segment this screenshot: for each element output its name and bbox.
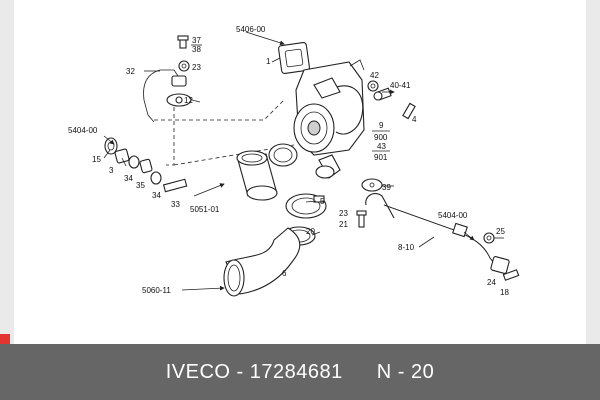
label-42: 42 [370, 71, 379, 80]
caption-part-number: 17284681 [249, 360, 343, 383]
label-34-lower: 34 [152, 191, 161, 200]
label-38: 38 [192, 45, 201, 54]
label-37: 37 [192, 36, 201, 45]
label-35: 35 [136, 181, 145, 190]
label-33: 33 [171, 200, 180, 209]
label-23-lower: 23 [339, 209, 348, 218]
label-18: 18 [500, 288, 509, 297]
stud-part-40-41 [373, 87, 392, 101]
diagram-canvas: 5406-00 1 37 38 32 23 12 42 40-41 4 5404… [14, 0, 586, 344]
label-5: 5 [320, 197, 325, 206]
nut-part-42 [367, 80, 379, 92]
label-25: 25 [496, 227, 505, 236]
bolt-part-18 [502, 269, 520, 281]
label-3: 3 [109, 166, 114, 175]
red-corner-marker [0, 334, 10, 344]
label-43: 43 [377, 142, 386, 151]
label-21: 21 [339, 220, 348, 229]
callout-labels: 5406-00 1 37 38 32 23 12 42 40-41 4 5404… [68, 25, 509, 297]
caption-separator: - [230, 360, 250, 383]
label-5406-00: 5406-00 [236, 25, 266, 34]
label-23-top: 23 [192, 63, 201, 72]
caption-page-ref: N - 20 [376, 360, 435, 383]
caption-brand: IVECO [165, 360, 231, 383]
label-34-upper: 34 [124, 174, 133, 183]
label-5060-11: 5060-11 [142, 286, 171, 295]
label-901: 901 [374, 153, 388, 162]
elbow-hose-part-6 [223, 227, 301, 297]
label-1: 1 [266, 57, 271, 66]
gasket-part-25 [483, 232, 495, 244]
label-5404-00-right: 5404-00 [438, 211, 468, 220]
clamp-part-5 [285, 193, 327, 219]
label-5404-00-left: 5404-00 [68, 126, 98, 135]
gasket-part-1 [278, 42, 310, 74]
intake-pipe-5051-01 [236, 150, 278, 201]
banjo-bolt-part-37 [177, 35, 189, 49]
label-12: 12 [184, 96, 193, 105]
label-20: 20 [306, 227, 315, 236]
gasket-part-39 [361, 178, 383, 192]
stud-part-4 [402, 102, 416, 120]
washer-part-23-top [178, 60, 190, 72]
label-15: 15 [92, 155, 101, 164]
bolt-part-21 [356, 210, 367, 228]
label-40-41: 40-41 [390, 81, 411, 90]
oil-feed-pipe-part-32 [143, 69, 192, 123]
leader-lines [103, 31, 504, 291]
label-5051-01: 5051-01 [190, 205, 220, 214]
turbocharger-part-9 [293, 59, 365, 179]
caption-bar: IVECO - 17284681 N - 20 [0, 344, 600, 400]
label-24: 24 [487, 278, 496, 287]
label-8-10: 8-10 [398, 243, 415, 252]
label-6: 6 [282, 269, 287, 278]
label-9: 9 [379, 121, 384, 130]
label-4: 4 [412, 115, 417, 124]
label-900: 900 [374, 133, 388, 142]
oil-return-pipe-part-8-10 [365, 193, 510, 274]
v-band-clamp [268, 143, 298, 167]
turbocharger-exploded-diagram: 5406-00 1 37 38 32 23 12 42 40-41 4 5404… [68, 25, 520, 297]
label-39: 39 [382, 183, 391, 192]
label-32: 32 [126, 67, 135, 76]
